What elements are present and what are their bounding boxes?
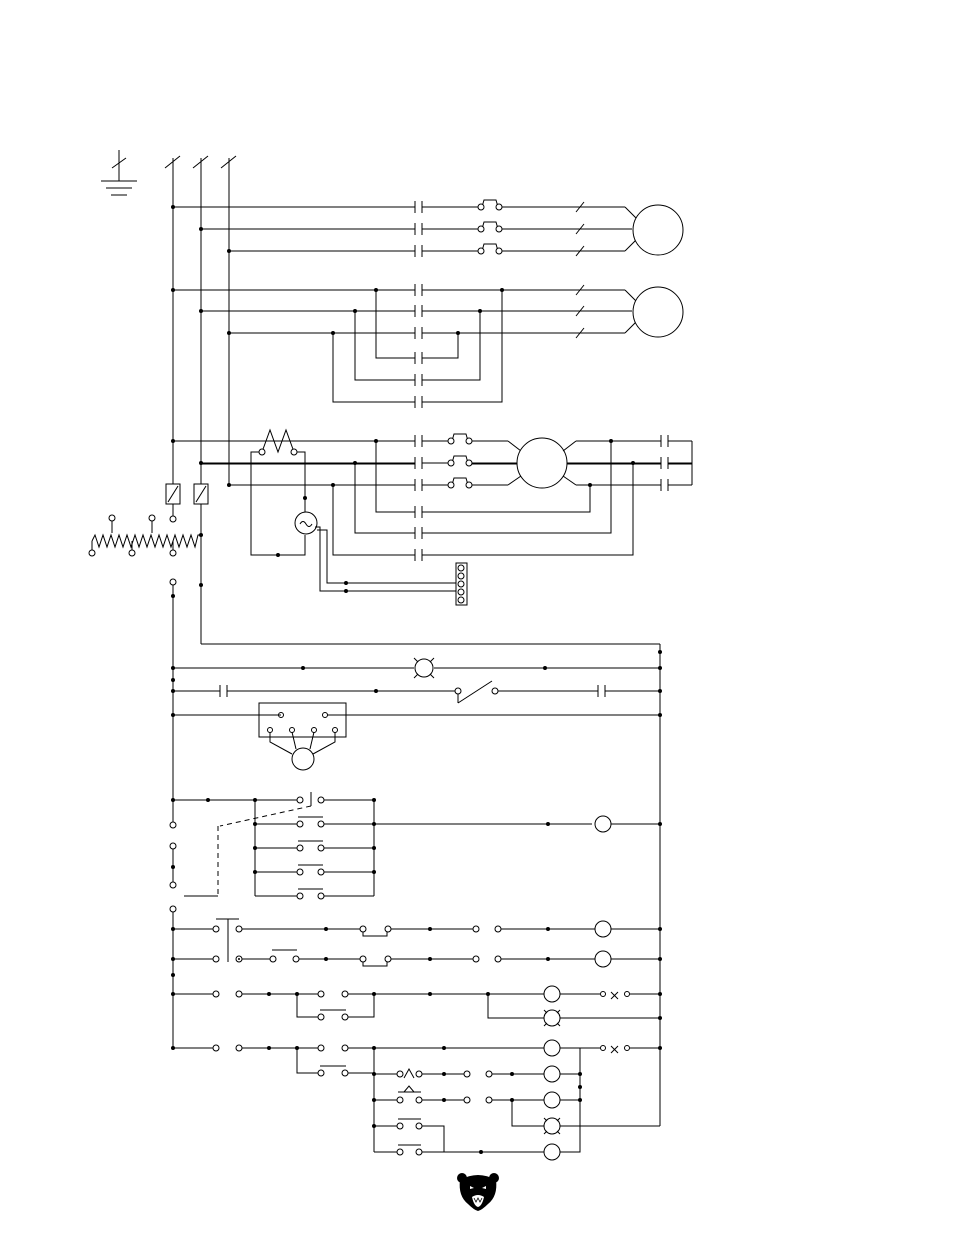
contactor-4-contacts	[661, 435, 668, 491]
motor-2-circuit	[173, 284, 683, 408]
grizzly-bear-head-logo	[457, 1173, 499, 1211]
motor-3	[517, 438, 567, 488]
contactor-3-contacts	[415, 435, 422, 561]
timer-coil	[292, 748, 314, 770]
fuses	[166, 484, 208, 644]
overload-3-contacts	[448, 434, 472, 488]
relay-coil	[544, 1040, 560, 1056]
overload-1-contacts	[478, 200, 502, 254]
ground-symbol	[101, 150, 137, 195]
terminal-strip	[456, 563, 467, 605]
relay-coil	[544, 1144, 560, 1160]
motor-1	[633, 205, 683, 255]
motor-1-circuit	[173, 200, 683, 257]
relay-coil	[544, 1092, 560, 1108]
resistor	[89, 515, 203, 556]
rung-timer	[171, 703, 662, 770]
pushbutton-station	[170, 792, 662, 899]
control-ladder	[170, 906, 662, 1160]
control-rails	[170, 579, 662, 1126]
relay-coil	[595, 816, 611, 832]
relay-coil	[544, 986, 560, 1002]
relay-coil	[595, 951, 611, 967]
contactor-1-contacts	[415, 201, 422, 257]
pushbuttons	[255, 817, 374, 899]
relay-coil	[544, 1066, 560, 1082]
rung-limit-switch	[171, 678, 662, 703]
power-bus	[165, 156, 236, 486]
contactor-2-contacts	[415, 284, 422, 408]
transformer-symbol	[295, 512, 317, 534]
motor-2	[633, 287, 683, 337]
rung-lamp	[171, 658, 662, 678]
relay-coil	[595, 921, 611, 937]
